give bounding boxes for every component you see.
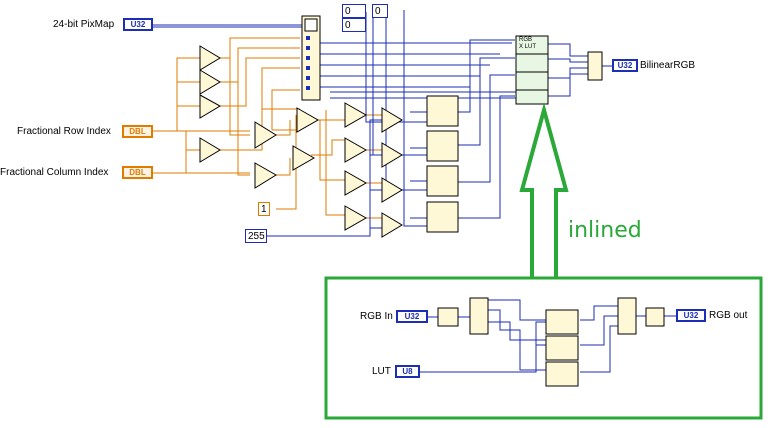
- pixmap-label: 24-bit PixMap: [53, 19, 115, 30]
- index-constant-other[interactable]: 0: [372, 4, 388, 18]
- index-constant-col[interactable]: 0: [342, 18, 366, 32]
- function-nodes: [199, 45, 403, 238]
- row-index-terminal[interactable]: DBL: [122, 125, 153, 138]
- lut-node-label-line1: RGB: [519, 37, 533, 43]
- rgb-in-terminal[interactable]: U32: [396, 310, 428, 323]
- u32-wires: [153, 10, 612, 237]
- bilinearrgb-label: BilinearRGB: [640, 60, 696, 71]
- add-node: [587, 51, 603, 81]
- inlined-subdiagram-box: [324, 276, 763, 420]
- index-array-node: [301, 15, 321, 101]
- column-index-terminal[interactable]: DBL: [122, 166, 153, 179]
- column-index-label: Fractional Column Index: [0, 167, 109, 178]
- dbl-wires: [153, 37, 382, 219]
- one-constant[interactable]: 1: [258, 202, 270, 216]
- rgb-out-terminal[interactable]: U32: [676, 309, 706, 322]
- rgb-out-label: RGB out: [709, 310, 748, 321]
- row-index-label: Fractional Row Index: [17, 126, 111, 137]
- lut-terminal[interactable]: U8: [395, 365, 420, 378]
- lut-node-label-line2: X LUT: [519, 44, 537, 50]
- sub-nodes: [437, 297, 665, 387]
- rgb-lut-nodes: [515, 35, 549, 105]
- lut-label: LUT: [372, 366, 391, 377]
- sub-wires: [420, 299, 676, 373]
- index-constant-row[interactable]: 0: [342, 4, 366, 18]
- bilinearrgb-terminal[interactable]: U32: [612, 59, 638, 72]
- max-value-constant[interactable]: 255: [245, 229, 267, 243]
- pixmap-terminal[interactable]: U32: [123, 18, 153, 31]
- inlined-annotation: inlined: [568, 218, 642, 243]
- inline-arrow: [519, 102, 569, 278]
- array-index-nodes: [426, 95, 459, 233]
- rgb-in-label: RGB In: [360, 311, 393, 322]
